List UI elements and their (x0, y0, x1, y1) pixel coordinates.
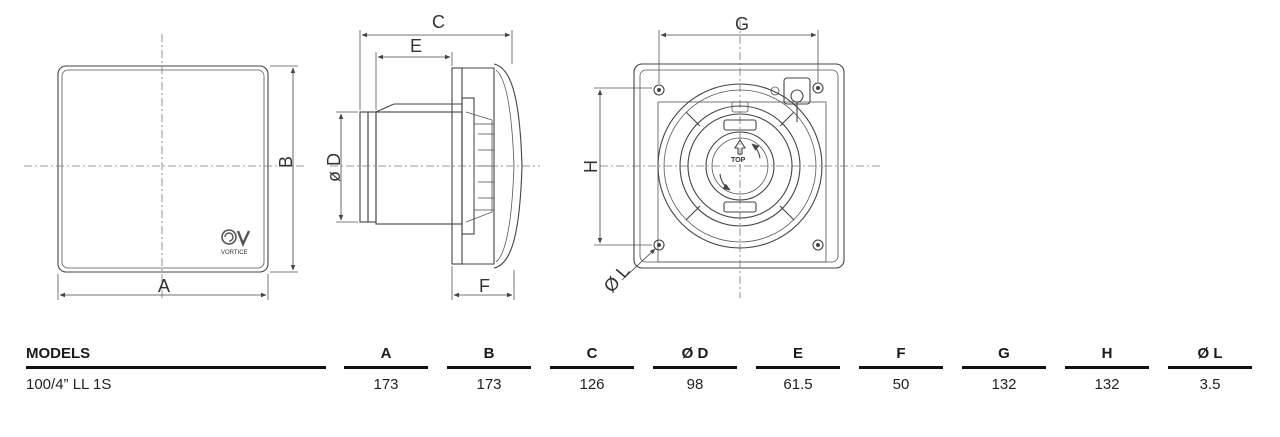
table-header-h: H (1065, 342, 1149, 369)
row-model: 100/4” LL 1S (26, 376, 112, 393)
row-value-e: 61.5 (783, 376, 813, 393)
row-value-d: 98 (686, 376, 704, 393)
dim-label-c: C (432, 12, 445, 32)
table-header-models: MODELS (26, 342, 326, 369)
row-value-g: 132 (991, 376, 1017, 393)
row-value-l: 3.5 (1199, 376, 1221, 393)
technical-drawing: A B VORTICE C (24, 12, 880, 300)
table-header-f: F (859, 342, 943, 369)
logo-brand-text: VORTICE (221, 250, 248, 256)
rear-view: TOP G H Ø L (581, 14, 880, 298)
row-value-b: 173 (476, 376, 502, 393)
dim-label-f: F (479, 276, 490, 296)
dim-label-d: ø D (324, 153, 344, 182)
row-value-a: 173 (373, 376, 399, 393)
table-header-c: C (550, 342, 634, 369)
front-view: A B (24, 34, 304, 300)
row-value-f: 50 (892, 376, 910, 393)
dim-label-l: Ø L (600, 261, 634, 296)
side-view: C E ø D F (324, 12, 540, 300)
table-header-a: A (344, 342, 428, 369)
table-header-b: B (447, 342, 531, 369)
table-header-e: E (756, 342, 840, 369)
row-value-c: 126 (579, 376, 605, 393)
table-header-l: Ø L (1168, 342, 1252, 369)
table-header-g: G (962, 342, 1046, 369)
dim-label-e: E (410, 36, 422, 56)
vortice-logo: VORTICE (221, 229, 251, 256)
dim-label-b: B (276, 156, 296, 168)
center-top-badge: TOP (731, 157, 746, 164)
dim-label-g: G (735, 14, 749, 34)
dim-label-a: A (158, 276, 170, 296)
row-value-h: 132 (1094, 376, 1120, 393)
table-header-d: Ø D (653, 342, 737, 369)
dim-label-h: H (581, 160, 601, 173)
